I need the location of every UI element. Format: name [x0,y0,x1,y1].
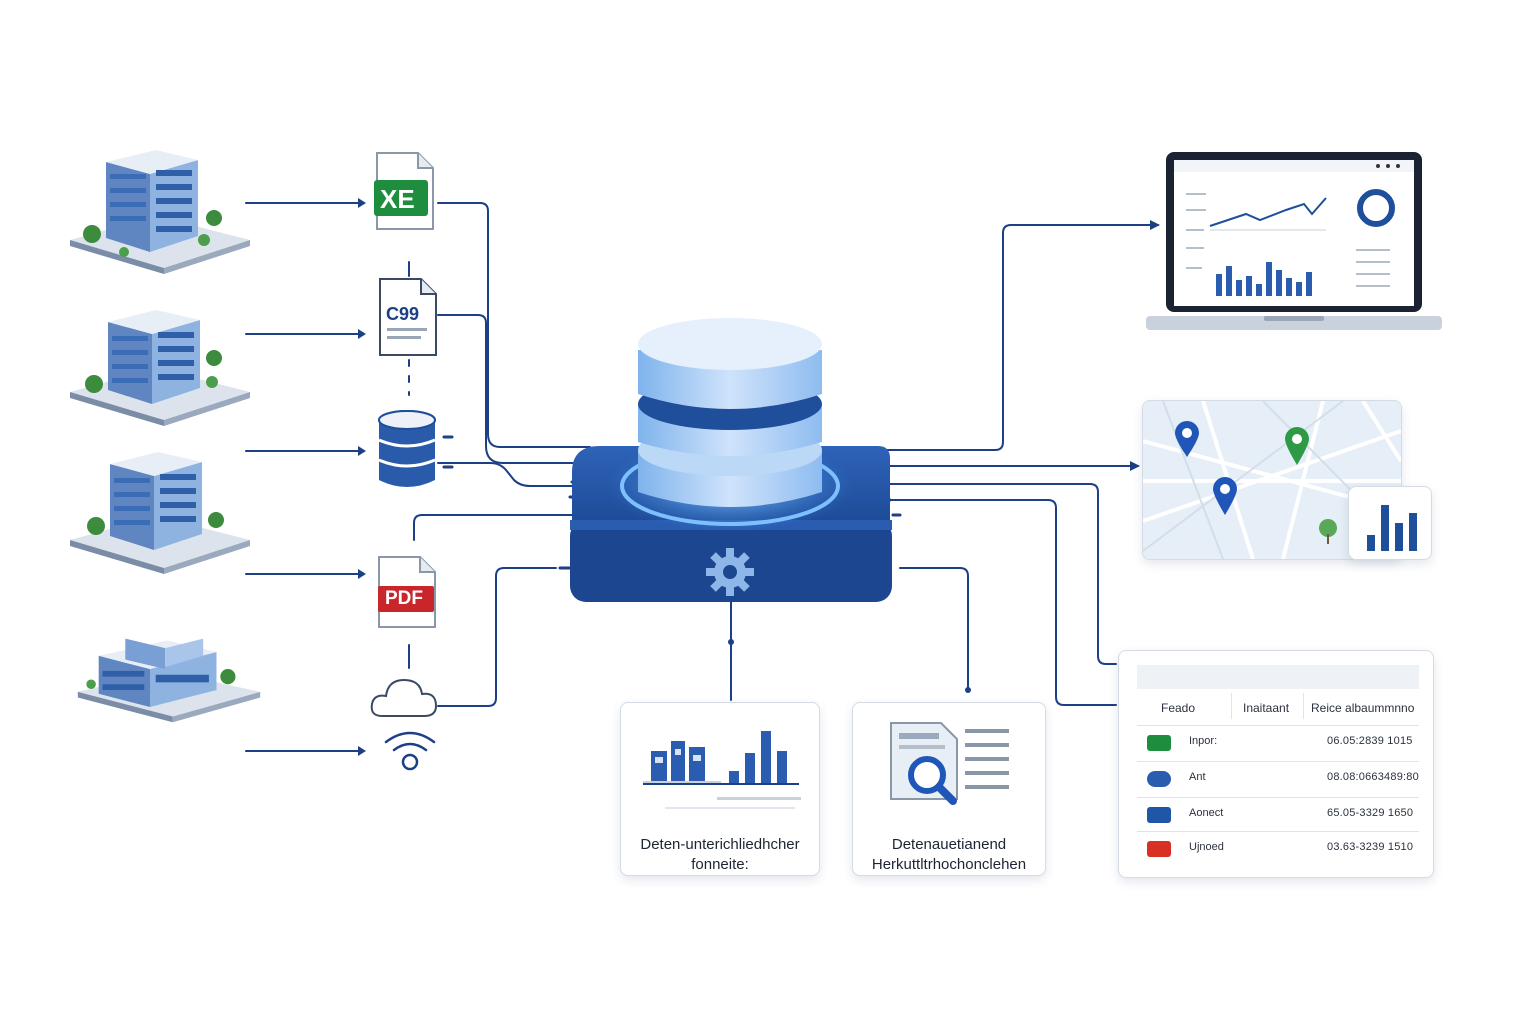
cloud-icon [368,672,440,720]
pdf-icon [1147,841,1171,857]
wifi-icon [382,726,438,772]
row-name: Aonect [1189,807,1224,819]
row-name: Ant [1189,771,1206,783]
table-row[interactable]: Ant 08.08:0663489:80 [1137,761,1419,796]
building-3 [64,440,254,580]
excel-label: XE [380,184,415,214]
row-name: Ujnoed [1189,841,1224,853]
database-icon [1147,807,1171,823]
row-date: 65.05-3329 1650 [1327,807,1414,819]
building-1 [64,140,254,280]
row-date: 03.63-3239 1510 [1327,841,1414,853]
excel-file-icon: XE [374,150,436,232]
table-toolbar [1137,665,1419,689]
table-header-2: Inaitaant [1243,701,1290,715]
document-search-icon [890,722,1009,805]
building-4 [74,600,264,740]
csv-label: C99 [386,304,420,324]
pdf-label: PDF [385,588,423,609]
excel-icon [1147,735,1171,751]
formats-caption-line1: Deten-unterichliedhcher [640,836,800,853]
formats-caption-line2: fonneite: [691,856,749,873]
row-date: 08.08:0663489:80 [1327,771,1419,783]
map-pin-green-icon [1283,425,1311,472]
building-2 [64,292,254,432]
formats-chart-icon [643,731,801,809]
tree-icon [1318,518,1338,546]
map-pin-blue-icon [1173,419,1201,464]
mini-bar-chart [1332,486,1432,560]
formats-card: Deten-unterichliedhcher fonneite: [620,702,820,876]
map-pin-blue-2-icon [1211,475,1239,522]
csv-file-icon: C99 [377,276,439,358]
import-table-panel: Feado Inaitaant Reice albaummnno Inpor: … [1118,650,1434,878]
table-row[interactable]: Aonect 65.05-3329 1650 [1137,797,1419,832]
table-row[interactable]: Inpor: 06.05:2839 1015 [1137,725,1419,760]
database-source-icon [376,410,438,490]
cloud-icon [1147,771,1171,787]
search-card: Detenauetianend Herkuttltrhochonclehen [852,702,1046,876]
search-caption-line2: Herkuttltrhochonclehen [871,856,1027,873]
pdf-file-icon: PDF [376,554,438,636]
search-caption-line1: Detenauetianend [891,836,1007,853]
row-name: Inpor: [1189,735,1218,747]
row-date: 06.05:2839 1015 [1327,735,1413,747]
central-database-hub [556,300,906,610]
table-header-3: Reice albaummnno [1311,701,1415,715]
table-row[interactable]: Ujnoed 03.63-3239 1510 [1137,831,1419,866]
laptop-dashboard [1146,150,1442,336]
table-header-1: Feado [1161,701,1196,715]
map-panel [1142,400,1402,560]
